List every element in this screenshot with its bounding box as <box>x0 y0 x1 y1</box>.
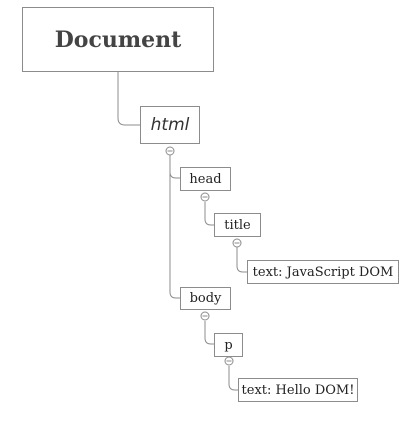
connector-html-trunk <box>169 155 180 299</box>
node-document: Document <box>22 7 214 72</box>
node-head-label: head <box>189 171 222 187</box>
node-p-text-label: text: Hello DOM! <box>241 382 355 398</box>
node-body: body <box>180 287 231 310</box>
node-document-label: Document <box>54 26 182 53</box>
node-title-text: text: JavaScript DOM <box>247 260 399 284</box>
connector-document-html <box>117 72 140 126</box>
node-p-label: p <box>224 337 233 353</box>
connector-title-text <box>236 247 247 273</box>
node-body-label: body <box>189 291 222 306</box>
node-p-text: text: Hello DOM! <box>238 378 358 402</box>
connector-p-text <box>228 366 238 391</box>
node-p: p <box>214 333 243 357</box>
connector-html-head <box>169 171 180 179</box>
node-title-label: title <box>224 217 251 233</box>
node-html-label: html <box>150 115 190 135</box>
connector-body-p <box>204 321 214 345</box>
connector-head-title <box>204 202 214 226</box>
node-title: title <box>214 213 261 237</box>
node-head: head <box>180 167 231 191</box>
node-title-text-label: text: JavaScript DOM <box>252 264 394 280</box>
node-html: html <box>140 106 200 144</box>
